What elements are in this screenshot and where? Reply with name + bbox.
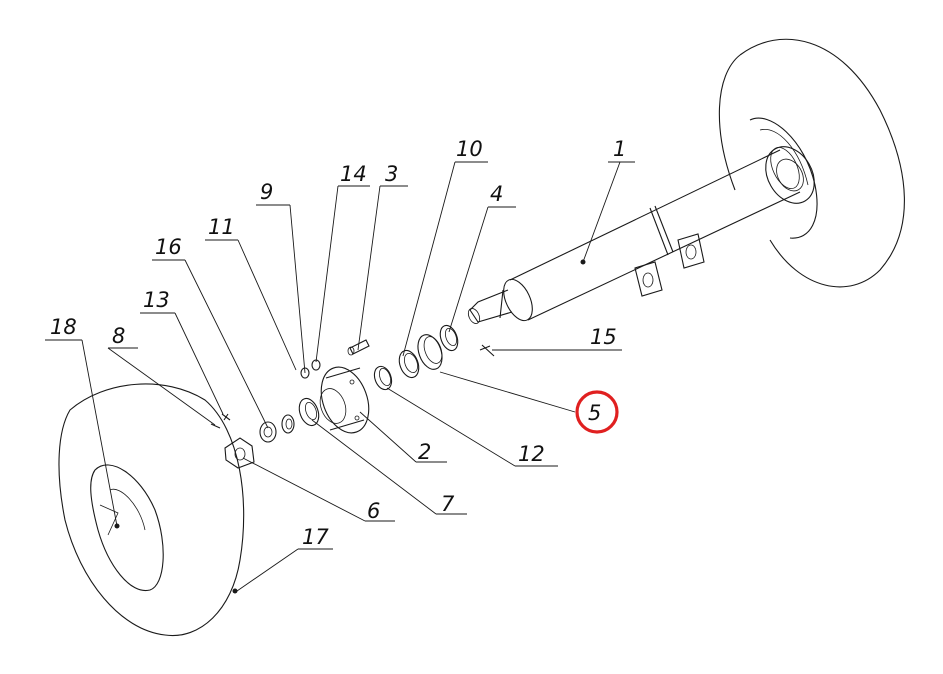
cotter-pin-15 xyxy=(479,344,495,357)
right-wheel xyxy=(718,38,905,288)
seal-5 xyxy=(417,334,443,370)
callout-18: 18 xyxy=(50,315,77,339)
callout-8: 8 xyxy=(112,324,125,348)
callout-2: 2 xyxy=(418,440,431,464)
callout-10: 10 xyxy=(456,137,483,161)
bolt-8 xyxy=(210,423,221,429)
callout-15: 15 xyxy=(590,325,617,349)
hub-2 xyxy=(319,366,370,434)
callout-4: 4 xyxy=(490,182,503,206)
callout-9: 9 xyxy=(260,180,273,204)
ring-12 xyxy=(373,365,393,391)
axle-beam xyxy=(467,147,801,324)
leader-lines xyxy=(45,161,635,592)
callout-16: 16 xyxy=(155,235,182,259)
bolt-3 xyxy=(347,339,370,356)
callout-11: 11 xyxy=(208,215,235,239)
callout-12: 12 xyxy=(518,442,545,466)
callout-3: 3 xyxy=(385,162,398,186)
callout-13: 13 xyxy=(143,288,170,312)
bearing-7 xyxy=(298,397,320,427)
callout-labels: 1 2 3 4 5 6 7 8 9 10 11 12 13 14 15 16 1… xyxy=(50,137,626,549)
cap-6 xyxy=(224,437,255,469)
callout-5: 5 xyxy=(588,401,601,425)
callout-17: 17 xyxy=(302,525,329,549)
callout-7: 7 xyxy=(441,492,455,516)
callout-6: 6 xyxy=(367,499,380,523)
washer-11 xyxy=(281,414,295,434)
nut-16 xyxy=(259,421,277,443)
callout-14: 14 xyxy=(340,162,367,186)
pin-13 xyxy=(221,413,231,421)
bearing-4 xyxy=(439,324,459,352)
left-wheel xyxy=(58,383,245,637)
callout-1: 1 xyxy=(613,137,626,161)
highlight-circle xyxy=(575,390,619,434)
